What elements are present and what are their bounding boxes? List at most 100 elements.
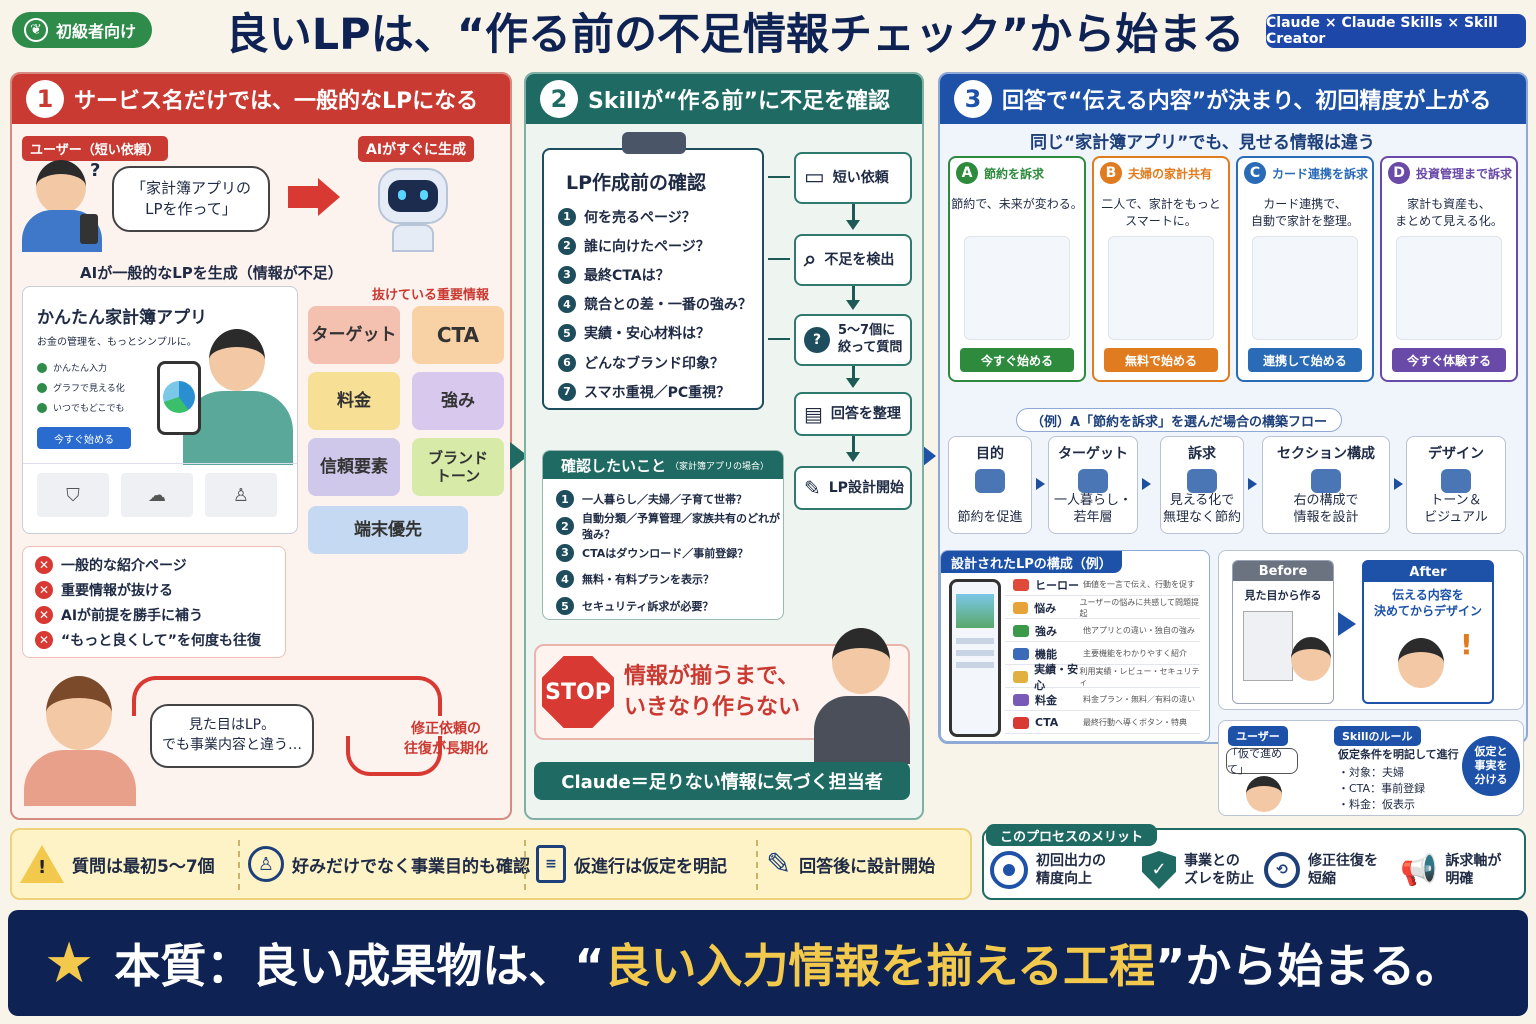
confirm-number: 4 <box>556 570 574 589</box>
option-letter: C <box>1244 162 1266 184</box>
chat-icon: ▭ <box>804 164 825 190</box>
option-cta-button: 連携して始める <box>1248 348 1362 372</box>
clock-icon: ⟲ <box>1264 852 1300 888</box>
column-2-title: Skillが“作る前”に不足を確認 <box>588 89 891 114</box>
benefit-item: ✓事業との ズレを防止 <box>1142 846 1254 894</box>
flow-step-desc: 節約を促進 <box>957 510 1023 526</box>
section-desc: ユーザーの悩みに共感して問題提起 <box>1079 597 1200 618</box>
benefit-item: ⟲修正往復を 短縮 <box>1264 846 1378 894</box>
pencil-icon: ✎ <box>804 476 821 500</box>
option-desc: カード連携で、 自動で家計を整理。 <box>1250 197 1359 228</box>
flow-arrow <box>1248 478 1257 490</box>
checklist-title: LP作成前の確認 <box>566 172 707 194</box>
question-icon: ? <box>804 327 830 353</box>
rule-item: ・対象：夫婦 <box>1338 766 1404 779</box>
lp-section-row: 機能主要機能をわかりやすく紹介 <box>1005 643 1200 665</box>
tool-badge: Claude × Claude Skills × Skill Creator <box>1266 14 1526 48</box>
user-say: 「仮で進めて」 <box>1226 747 1298 776</box>
phone-mock <box>949 579 1001 737</box>
checklist-board: LP作成前の確認 <box>542 148 764 410</box>
section-label: 強み <box>1035 624 1057 638</box>
confirm-number: 3 <box>556 543 574 562</box>
section-icon <box>1013 647 1029 660</box>
section-icon <box>1013 578 1029 591</box>
leaf-icon: ❦ <box>24 18 48 42</box>
option-letter: A <box>956 162 978 184</box>
option-cta-button: 今すぐ始める <box>960 348 1074 372</box>
flow-step-desc: 右の構成で 情報を設計 <box>1293 493 1359 526</box>
shield-icon: ⛉ <box>37 473 109 517</box>
option-title: 夫婦の家計共有 <box>1128 166 1213 181</box>
option-desc: 節約で、未来が変わる。 <box>951 197 1083 211</box>
flow-step-title: ターゲット <box>1058 446 1128 462</box>
stop-text: 情報が揃うまで、 いきなり作らない <box>624 664 801 720</box>
flow-arrow <box>1036 478 1045 490</box>
lp-section-row: 料金料金プラン・無料／有料の違い <box>1005 689 1200 711</box>
lp-structure-title: 設計されたLPの構成（例） <box>941 551 1122 573</box>
flow-step: 目的節約を促進 <box>948 436 1032 534</box>
generated-label: AIが一般的なLPを生成（情報が不足） <box>80 264 343 282</box>
benefits-box <box>982 828 1526 900</box>
tips-bar <box>10 828 972 900</box>
problem-item: ✕“もっと良くして”を何度も往復 <box>35 630 261 650</box>
checklist-number: 7 <box>558 382 576 401</box>
mock-title: かんたん家計簿アプリ <box>37 308 207 328</box>
target-icon <box>990 851 1028 889</box>
after-text: 伝える内容を 決めてからデザイン <box>1373 588 1482 618</box>
mock-check: いつでもどこでも <box>37 401 125 414</box>
flow-step: 訴求見える化で 無理なく節約 <box>1160 436 1244 534</box>
step-number-2: 2 <box>540 80 578 118</box>
section-desc: 最終行動へ導くボタン・特典 <box>1083 718 1187 727</box>
section-desc: 価値を一言で伝え、行動を促す <box>1083 580 1195 589</box>
businesswoman <box>808 626 912 764</box>
confused-man <box>1291 637 1331 681</box>
flow-step-desc: 見える化で 無理なく節約 <box>1162 493 1241 526</box>
lp-section-row: ヒーロー価値を一言で伝え、行動を促す <box>1005 574 1200 596</box>
flow-arrow <box>1394 478 1403 490</box>
before-text: 見た目から作る <box>1244 589 1322 602</box>
checklist-number: 3 <box>558 265 576 284</box>
user-icon: ♙ <box>205 473 277 517</box>
claude-banner: Claude＝足りない情報に気づく担当者 <box>534 762 910 800</box>
section-label: 機能 <box>1035 647 1057 661</box>
section-label: 実績・安心 <box>1034 662 1079 692</box>
problem-item: ✕AIが前提を勝手に補う <box>35 605 203 625</box>
column-1-title: サービス名だけでは、一般的なLPになる <box>74 89 479 114</box>
puzzle-device: 端末優先 <box>308 506 468 554</box>
section-icon <box>1013 670 1029 683</box>
flow-step-icon <box>1187 469 1217 493</box>
loop-arrow-top <box>132 676 442 716</box>
robot-icon <box>368 162 458 252</box>
tip-item: ✎回答後に設計開始 <box>766 846 936 882</box>
flow-organize: ▤回答を整理 <box>794 392 912 436</box>
flow-label: （例）A「節約を訴求」を選んだ場合の構築フロー <box>1016 408 1343 432</box>
option-title: 投資管理まで訴求 <box>1416 166 1513 181</box>
puzzle-brand: ブランド トーン <box>412 438 504 496</box>
flow-start: ✎LP設計開始 <box>794 466 912 510</box>
woman-with-phone <box>153 325 293 465</box>
section-label: CTA <box>1035 716 1059 729</box>
option-title: カード連携を訴求 <box>1272 166 1369 181</box>
flow-step-icon <box>1441 469 1471 493</box>
cloud-icon: ☁ <box>121 473 193 517</box>
flow-step: ターゲット一人暮らし・ 若年層 <box>1048 436 1138 534</box>
puzzle-cta: CTA <box>412 306 504 364</box>
tip-item: !質問は最初5～7個 <box>20 838 215 890</box>
option-illustration <box>964 236 1070 340</box>
mock-cta-button: 今すぐ始める <box>37 427 131 449</box>
flow-ask: ?5～7個に 絞って質問 <box>794 314 912 366</box>
benefits-title: このプロセスのメリット <box>986 824 1158 846</box>
column-3-subtitle: 同じ“家計簿アプリ”でも、見せる情報は違う <box>1030 133 1375 153</box>
after-label: After <box>1364 562 1492 582</box>
rule-item: ・料金：仮表示 <box>1338 798 1415 811</box>
ai-tag: AIがすぐに生成 <box>358 136 475 162</box>
problem-list: ✕一般的な紹介ページ ✕重要情報が抜ける ✕AIが前提を勝手に補う ✕“もっと良… <box>22 546 286 658</box>
lp-section-row: 悩みユーザーの悩みに共感して問題提起 <box>1005 597 1200 619</box>
option-desc: 二人で、家計をもっと スマートに。 <box>1101 197 1221 228</box>
column-arrow <box>510 442 528 470</box>
option-illustration <box>1396 236 1502 340</box>
